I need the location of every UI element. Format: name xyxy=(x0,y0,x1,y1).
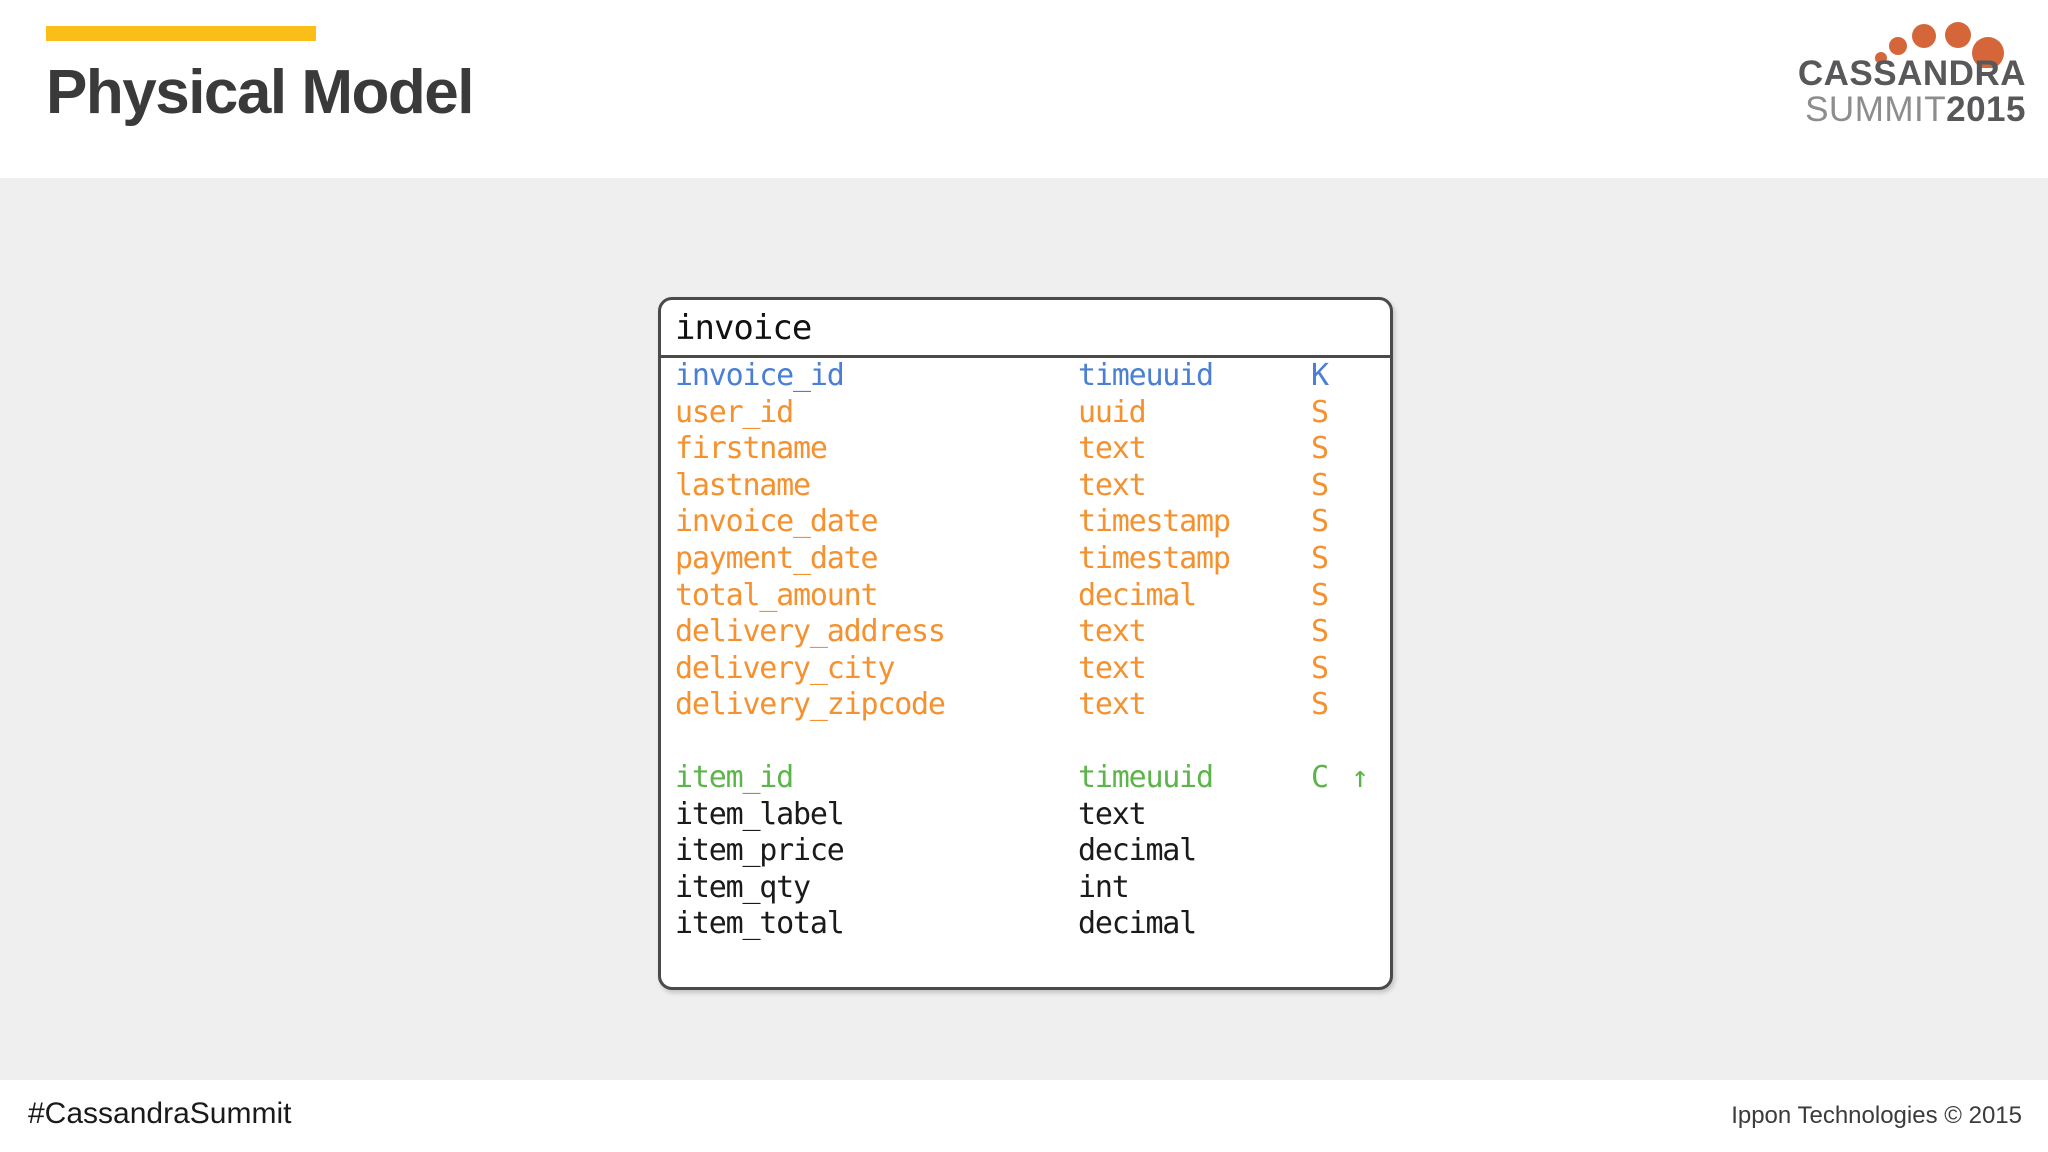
column-name: delivery_zipcode xyxy=(675,687,946,723)
column-type: timestamp xyxy=(1078,504,1231,540)
column-name: item_id xyxy=(675,759,794,795)
column-key-badge: S xyxy=(1311,687,1329,723)
table-card-header: invoice xyxy=(661,300,1390,358)
column-type: text xyxy=(1078,687,1147,723)
slide-footer-band: #CassandraSummit Ippon Technologies © 20… xyxy=(0,1080,2048,1152)
table-row: user_id uuid S xyxy=(661,395,1390,432)
column-key-badge: S xyxy=(1311,650,1329,686)
column-key-badge: S xyxy=(1311,614,1329,650)
table-row: item_total decimal xyxy=(661,906,1390,943)
column-type: text xyxy=(1078,467,1147,503)
column-key-badge: K xyxy=(1311,358,1329,393)
column-type: int xyxy=(1078,869,1130,905)
sort-ascending-arrow-icon: ↑ xyxy=(1351,759,1369,795)
table-row: lastname text S xyxy=(661,468,1390,505)
page-title: Physical Model xyxy=(46,58,474,127)
column-type: decimal xyxy=(1078,577,1197,613)
column-name: invoice_id xyxy=(675,358,845,393)
column-name: item_price xyxy=(675,833,845,869)
table-row: delivery_zipcode text S xyxy=(661,687,1390,724)
column-name: lastname xyxy=(675,467,811,503)
column-name: delivery_city xyxy=(675,650,895,686)
column-name: item_qty xyxy=(675,869,811,905)
column-type: decimal xyxy=(1078,906,1197,942)
footer-hashtag: #CassandraSummit xyxy=(28,1097,292,1130)
table-row: item_id timeuuid C ↑ xyxy=(661,760,1390,797)
table-row: invoice_date timestamp S xyxy=(661,504,1390,541)
table-name: invoice xyxy=(675,308,812,348)
column-name: user_id xyxy=(675,394,794,430)
table-row: total_amount decimal S xyxy=(661,578,1390,615)
table-row: delivery_city text S xyxy=(661,651,1390,688)
column-type: uuid xyxy=(1078,394,1147,430)
table-row: item_qty int xyxy=(661,870,1390,907)
table-row: firstname text S xyxy=(661,431,1390,468)
column-name: invoice_date xyxy=(675,504,879,540)
logo-word-summit: SUMMIT xyxy=(1805,90,1947,129)
column-type: timeuuid xyxy=(1078,358,1214,393)
column-name: delivery_address xyxy=(675,614,946,650)
table-row: item_label text xyxy=(661,797,1390,834)
column-name: total_amount xyxy=(675,577,879,613)
logo-word-year: 2015 xyxy=(1946,90,2026,129)
footer-copyright: Ippon Technologies © 2015 xyxy=(1731,1102,2022,1129)
column-key-badge: S xyxy=(1311,504,1329,540)
cassandra-summit-logo: CASSANDRA SUMMIT2015 xyxy=(1696,8,2026,143)
slide-header-band: Physical Model CASSANDRA SUMMIT2015 xyxy=(0,0,2048,178)
table-row: payment_date timestamp S xyxy=(661,541,1390,578)
title-accent-bar xyxy=(46,26,316,41)
logo-word-summit-year: SUMMIT2015 xyxy=(1696,92,2026,127)
table-row: invoice_id timeuuid K xyxy=(661,358,1390,395)
column-type: decimal xyxy=(1078,833,1197,869)
column-name: item_total xyxy=(675,906,845,942)
table-row: item_price decimal xyxy=(661,833,1390,870)
column-type: text xyxy=(1078,650,1147,686)
logo-dots-icon xyxy=(1875,22,2004,68)
column-type: text xyxy=(1078,614,1147,650)
column-key-badge: S xyxy=(1311,540,1329,576)
table-row-spacer xyxy=(661,724,1390,760)
logo-word-cassandra: CASSANDRA xyxy=(1797,54,2026,93)
column-key-badge: S xyxy=(1311,577,1329,613)
column-key-badge: S xyxy=(1311,467,1329,503)
column-name: payment_date xyxy=(675,540,879,576)
column-type: text xyxy=(1078,796,1147,832)
column-name: item_label xyxy=(675,796,845,832)
column-key-badge: S xyxy=(1311,431,1329,467)
column-type: timeuuid xyxy=(1078,759,1214,795)
column-type: timestamp xyxy=(1078,540,1231,576)
column-name: firstname xyxy=(675,431,828,467)
table-row: delivery_address text S xyxy=(661,614,1390,651)
column-key-badge: S xyxy=(1311,394,1329,430)
column-type: text xyxy=(1078,431,1147,467)
column-key-badge: C xyxy=(1311,759,1329,795)
